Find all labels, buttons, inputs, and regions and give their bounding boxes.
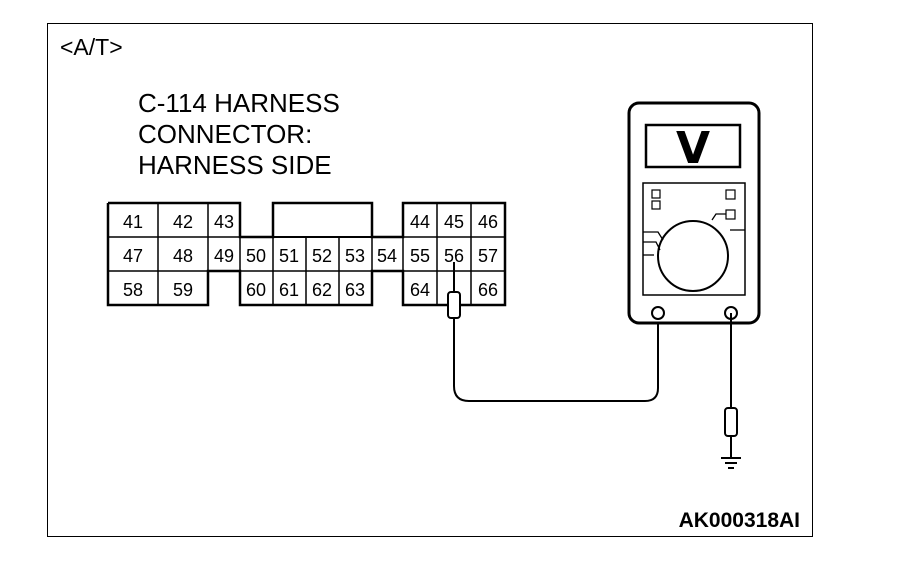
pin-label: 51 <box>279 246 299 266</box>
pin-label: 50 <box>246 246 266 266</box>
meter-display <box>644 123 742 169</box>
test-probe <box>447 262 461 327</box>
pin-label: 60 <box>246 280 266 300</box>
pin-labels: 41 42 43 44 45 46 47 48 49 50 51 52 53 5… <box>123 212 498 300</box>
pin-label: 52 <box>312 246 332 266</box>
ground-icon <box>721 457 741 469</box>
connector-label-line1: C-114 HARNESS <box>138 88 340 118</box>
pin-label: 66 <box>478 280 498 300</box>
meter-display-symbol: V <box>676 123 710 174</box>
pin-label: 47 <box>123 246 143 266</box>
pin-label: 61 <box>279 280 299 300</box>
diagram-code: AK000318AI <box>679 509 800 532</box>
pin-label: 59 <box>173 280 193 300</box>
pin-label: 49 <box>214 246 234 266</box>
pin-label: 63 <box>345 280 365 300</box>
connector-label-line2: CONNECTOR: <box>138 119 312 149</box>
pin-label: 56 <box>444 246 464 266</box>
pin-label: 58 <box>123 280 143 300</box>
pin-label: 44 <box>410 212 430 232</box>
pin-label: 53 <box>345 246 365 266</box>
pin-label: 54 <box>377 246 397 266</box>
header-tag: <A/T> <box>60 34 123 60</box>
ground-lead <box>724 313 738 458</box>
probe-lead-wire <box>453 318 659 402</box>
pin-label: 42 <box>173 212 193 232</box>
com-jack <box>651 306 665 320</box>
selector-dial <box>657 220 729 292</box>
pin-label: 57 <box>478 246 498 266</box>
pin-label: 62 <box>312 280 332 300</box>
pin-label: 45 <box>444 212 464 232</box>
connector-label-line3: HARNESS SIDE <box>138 150 332 180</box>
diagram-frame <box>47 23 813 537</box>
pin-label: 48 <box>173 246 193 266</box>
multimeter <box>627 101 761 325</box>
pin-label: 43 <box>214 212 234 232</box>
pin-label: 55 <box>410 246 430 266</box>
pin-label: 64 <box>410 280 430 300</box>
pin-label: 46 <box>478 212 498 232</box>
harness-connector <box>106 201 507 307</box>
pin-label: 41 <box>123 212 143 232</box>
